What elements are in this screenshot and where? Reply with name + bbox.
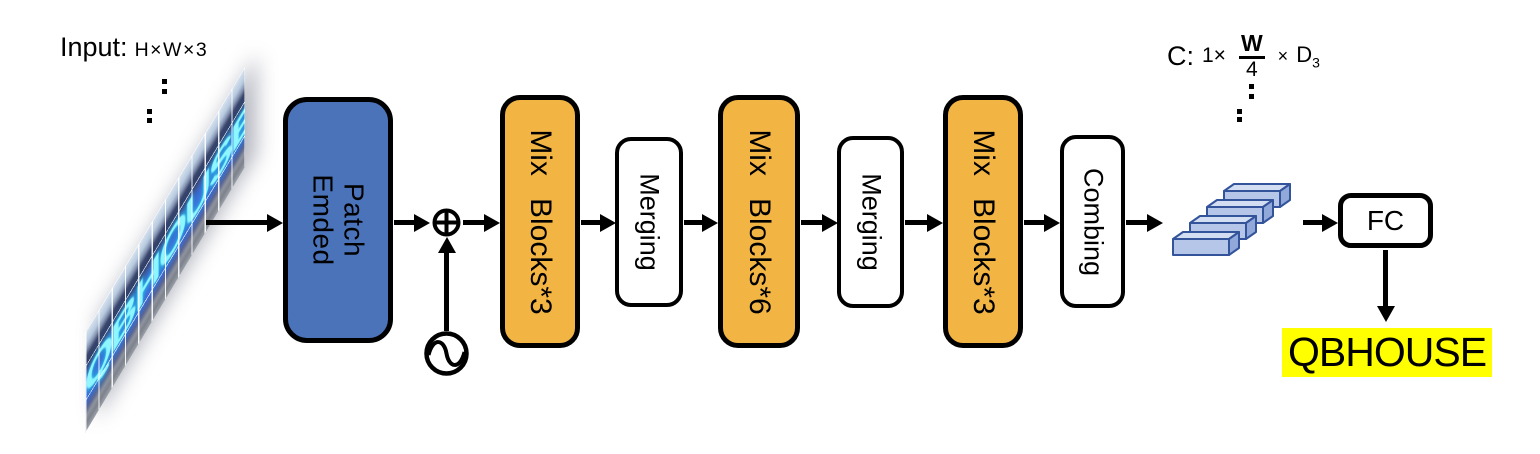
mix-blocks-2-label: MixBlocks*6 — [743, 128, 776, 315]
arrow-merging1-to-mix2 — [684, 220, 702, 225]
mix-blocks-3: MixBlocks*3 — [943, 95, 1023, 348]
stacked-3d-bars-icon — [1172, 183, 1291, 256]
input-dims: H×W×3 — [134, 39, 209, 61]
arrow-fc-to-prediction — [1383, 250, 1388, 306]
spec-ellipsis-dot — [1237, 117, 1242, 122]
spec-denominator: 4 — [1238, 55, 1265, 81]
mix-blocks-2: MixBlocks*6 — [718, 95, 800, 348]
arrow-add-to-mix1 — [463, 220, 484, 225]
spec-ellipsis-dot — [1249, 84, 1254, 89]
sine-wave-icon — [424, 331, 469, 376]
input-ellipsis-dot — [147, 118, 152, 123]
arrow-mix2-to-merging2 — [801, 220, 822, 225]
arrow-tokens-to-fc — [1303, 220, 1322, 225]
input-image: QBHOUSE — [85, 66, 245, 434]
input-ellipsis-dot — [162, 89, 167, 94]
spec-channel-sub: 3 — [1312, 54, 1320, 71]
arrow-combing-to-tokens — [1126, 220, 1147, 225]
arrow-mix3-to-combing — [1024, 220, 1044, 225]
arrow-patch-to-add — [394, 220, 414, 225]
arrow-merging2-to-mix3 — [905, 220, 927, 225]
arrow-posenc-to-add — [444, 253, 449, 331]
mix-blocks-1: MixBlocks*3 — [500, 95, 580, 348]
combing-label: Combing — [1078, 167, 1108, 276]
patch-embed-label: Patch Emded — [307, 174, 370, 266]
spec-times: × — [1277, 45, 1289, 66]
patch-grid-overlay — [85, 66, 245, 434]
merging-2: Merging — [837, 136, 904, 308]
spec-batch: 1× — [1202, 44, 1226, 67]
spec-fraction: W 4 — [1234, 31, 1270, 80]
mix-blocks-1-label: MixBlocks*3 — [524, 128, 557, 315]
input-label: Input: — [60, 32, 128, 62]
merging-1: Merging — [615, 137, 683, 307]
spec-ellipsis-dot — [1249, 94, 1254, 99]
merging-2-label: Merging — [856, 173, 886, 271]
arrow-image-to-patch — [206, 220, 267, 225]
prediction-output: QBHOUSE — [1282, 328, 1493, 377]
patch-embed-block: Patch Emded — [283, 97, 393, 343]
spec-ellipsis-dot — [1237, 109, 1242, 114]
spec-prefix: C: — [1167, 40, 1194, 71]
combing-block: Combing — [1060, 135, 1125, 308]
input-ellipsis-dot — [147, 109, 152, 114]
mix-blocks-3-label: MixBlocks*3 — [967, 128, 1000, 315]
feature-spec: C: 1× W 4 × D3 — [1167, 29, 1320, 83]
merging-1-label: Merging — [634, 173, 665, 271]
spec-channel: D3 — [1296, 41, 1320, 71]
input-label-row: Input: H×W×3 — [60, 32, 208, 63]
circle-plus-icon — [432, 208, 461, 237]
spec-numerator: W — [1240, 30, 1263, 57]
arrow-mix1-to-merging1 — [581, 220, 600, 225]
fc-block: FC — [1338, 193, 1433, 248]
input-ellipsis-dot — [162, 79, 167, 84]
fc-label: FC — [1366, 204, 1405, 236]
